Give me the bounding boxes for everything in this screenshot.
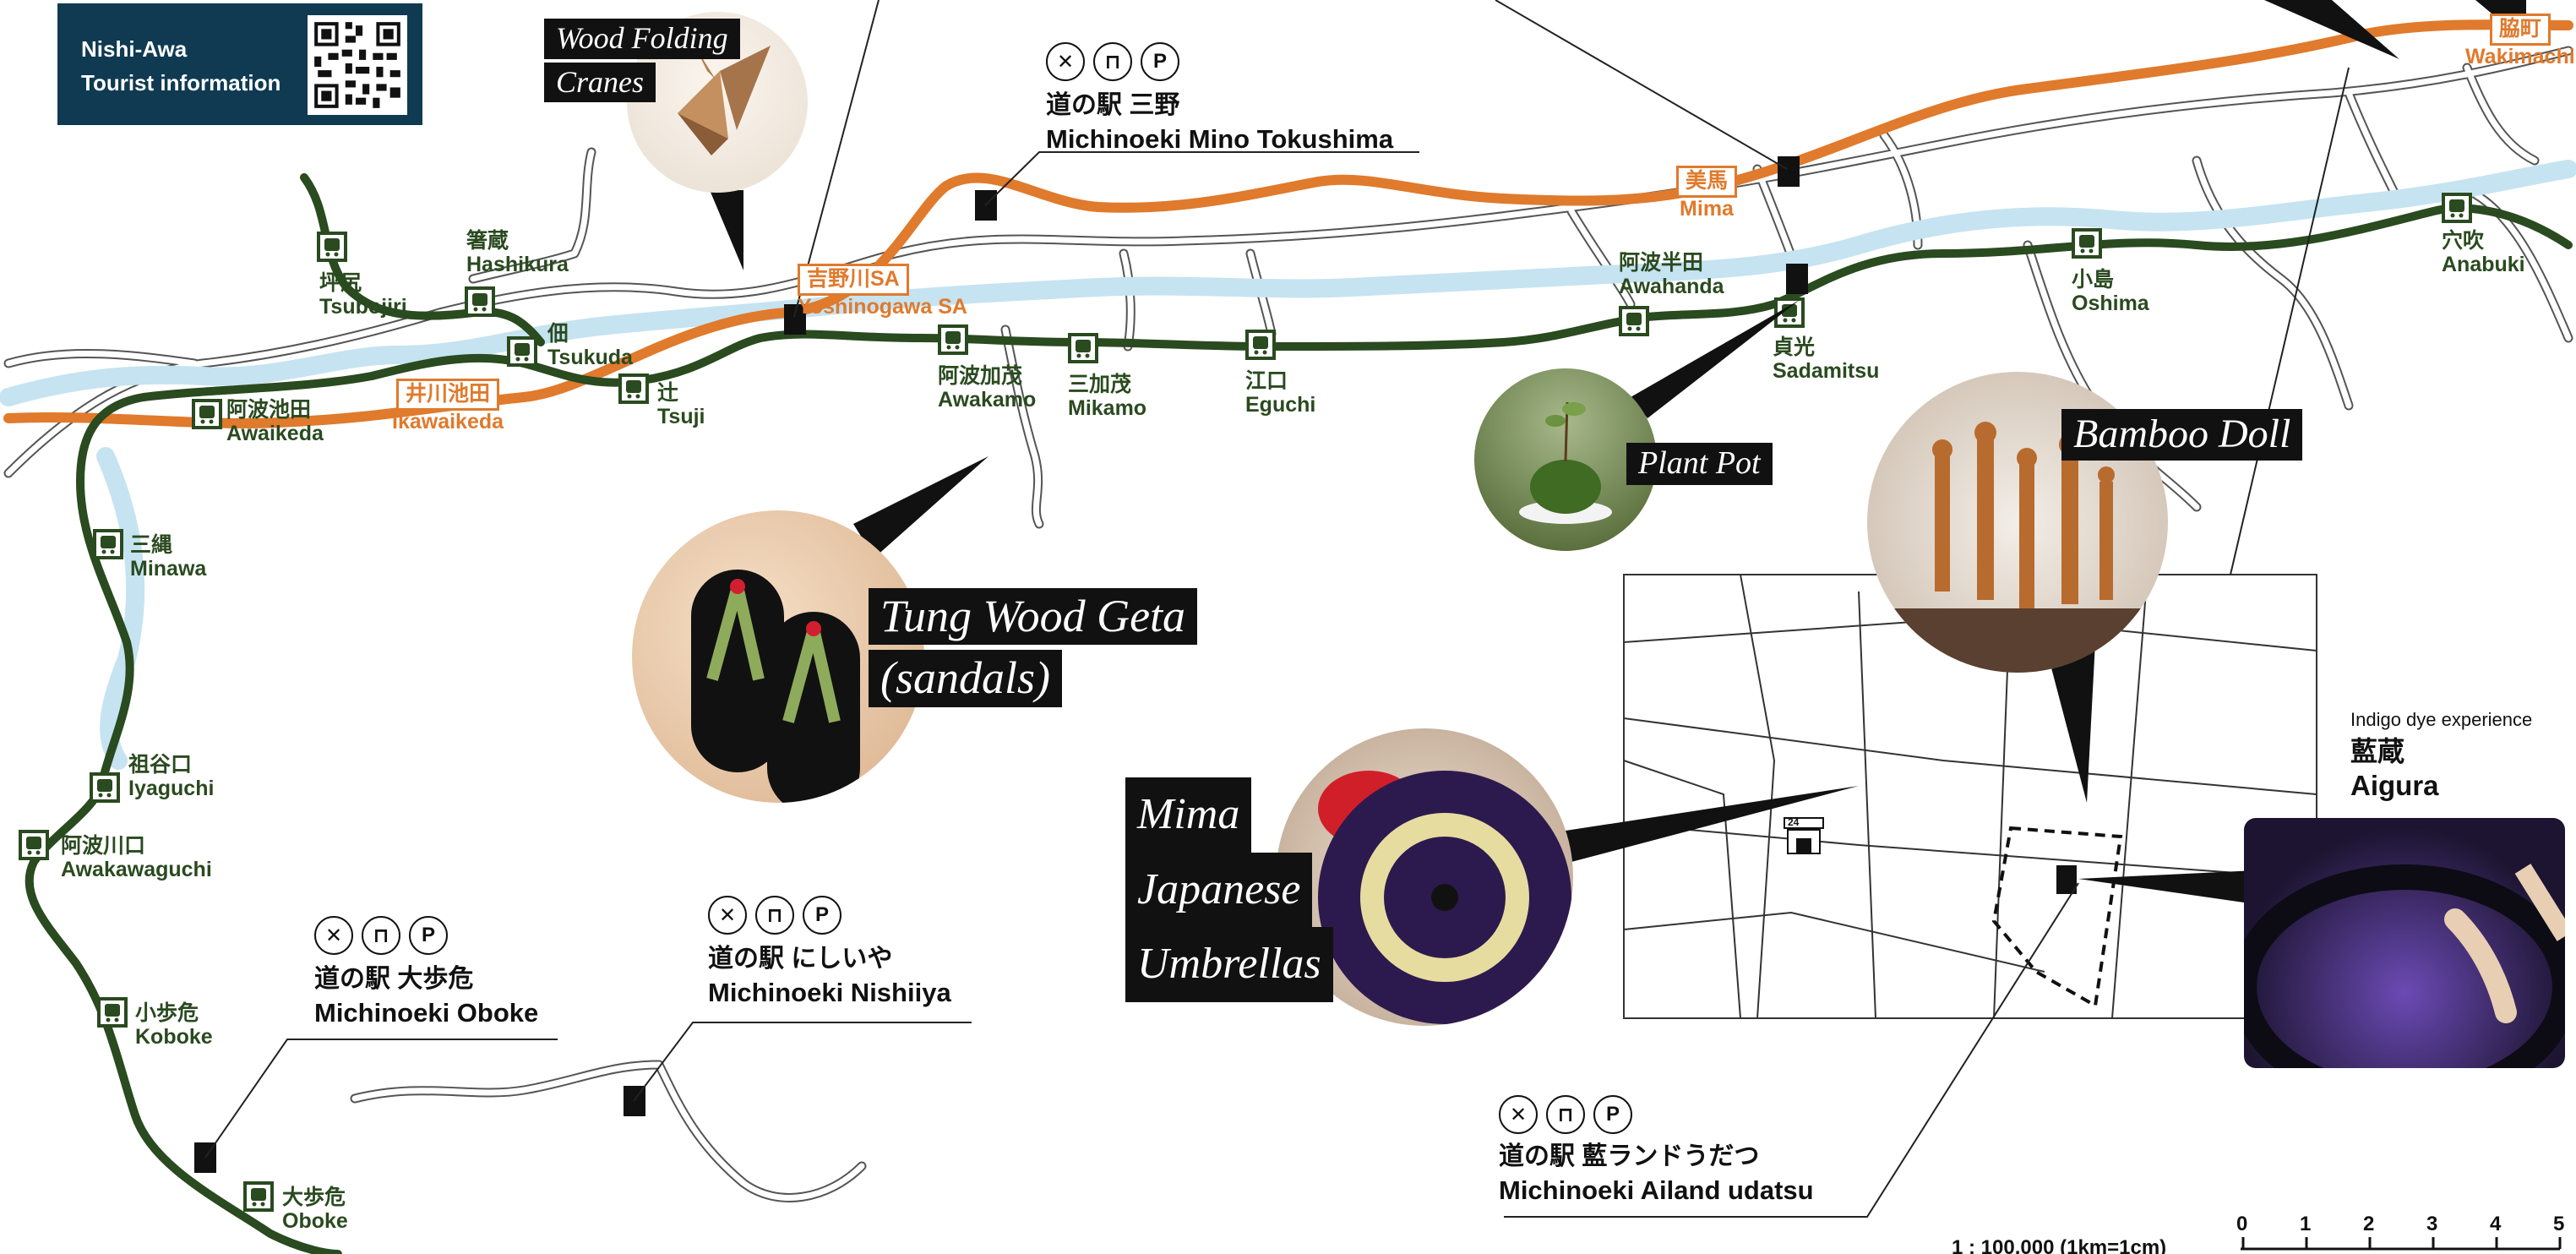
qr-code[interactable] [308, 15, 407, 115]
station-marker-sadamitsu [1774, 297, 1805, 328]
fork-knife-icon: ✕ [1499, 1095, 1538, 1134]
aigura-caption: Indigo dye experience [2350, 709, 2533, 730]
aigura-jp: 藍蔵 [2350, 736, 2405, 766]
station-marker-tsukuda [507, 336, 537, 367]
scale-tick-label: 4 [2490, 1213, 2502, 1235]
michinoeki-oboke-jp: 道の駅 大歩危 [314, 965, 474, 993]
station-marker-oshima [2072, 228, 2102, 259]
scale-tick-label: 1 [2300, 1213, 2312, 1235]
info-title-line2: Tourist information [81, 70, 281, 95]
station-marker-awakawaguchi [19, 830, 49, 860]
fork-knife-icon: ✕ [314, 916, 353, 955]
yoshino-river [0, 160, 2576, 406]
station-marker-hashikura [465, 286, 495, 317]
station-marker-minawa [93, 529, 123, 559]
info-title-line1: Nishi-Awa [81, 36, 188, 62]
facility-icons-ailand: ✕ ⊓ P [1499, 1095, 1632, 1134]
parking-icon: P [1141, 42, 1179, 81]
scale-text: 1 : 100,000 (1km=1cm) [1952, 1236, 2167, 1254]
station-marker-anabuki [2442, 193, 2472, 223]
parking-icon: P [409, 916, 448, 955]
parking-icon: P [1593, 1095, 1632, 1134]
umbrella-photo [1276, 728, 1573, 1026]
scale-tick-label: 0 [2236, 1213, 2248, 1235]
convenience-store-icon: 24 [1783, 816, 1825, 855]
bamboo-doll-photo [1867, 372, 2168, 673]
indigo-dye-photo [2244, 818, 2565, 1068]
michinoeki-mino-en: Michinoeki Mino Tokushima [1046, 124, 1394, 154]
facility-icons-oboke: ✕ ⊓ P [314, 916, 448, 955]
michinoeki-ailand-en: Michinoeki Ailand udatsu [1499, 1175, 1814, 1205]
station-marker-awaikeda [192, 399, 222, 429]
shopping-bag-icon: ⊓ [1546, 1095, 1585, 1134]
convenience-store-label: 24 [1788, 816, 1800, 828]
fork-knife-icon: ✕ [1046, 42, 1085, 81]
parking-icon: P [803, 896, 841, 935]
station-marker-awahanda [1619, 306, 1649, 336]
aigura-en: Aigura [2350, 770, 2439, 801]
bamboo-doll-title: Bamboo Doll [2061, 409, 2303, 461]
geta-title: Tung Wood Geta(sandals) [869, 588, 1198, 707]
aigura-site-boundary [1991, 826, 2123, 1009]
station-marker-awakamo [938, 324, 968, 355]
station-marker-mikamo [1068, 333, 1098, 363]
station-marker-tsubojiri [317, 232, 347, 262]
scale-tick-label: 2 [2363, 1213, 2375, 1235]
michinoeki-oboke-en: Michinoeki Oboke [314, 998, 539, 1028]
shopping-bag-icon: ⊓ [755, 896, 794, 935]
leader-lines [204, 0, 2350, 1218]
station-marker-iyaguchi [90, 772, 120, 803]
aigura-site-marker [2056, 865, 2077, 894]
shopping-bag-icon: ⊓ [362, 916, 400, 955]
station-marker-koboke [97, 997, 128, 1028]
railway-north-branch [300, 173, 545, 346]
tourist-info-panel: Nishi-Awa Tourist information [57, 3, 422, 125]
scale-bar [2241, 1237, 2562, 1251]
plant-pot-title: Plant Pot [1626, 443, 1773, 485]
michinoeki-nishiiya-jp: 道の駅 にしいや [708, 945, 893, 973]
station-marker-oboke [243, 1181, 274, 1212]
facility-icons-mino: ✕ ⊓ P [1046, 42, 1179, 81]
shopping-bag-icon: ⊓ [1093, 42, 1132, 81]
scale-tick-label: 3 [2426, 1213, 2438, 1235]
facility-icons-nishiiya: ✕ ⊓ P [708, 896, 841, 935]
michinoeki-mino-jp: 道の駅 三野 [1046, 91, 1180, 119]
callout-wedges [710, 0, 2526, 904]
station-marker-tsuji [618, 373, 649, 404]
michinoeki-nishiiya-en: Michinoeki Nishiiya [708, 978, 951, 1007]
fork-knife-icon: ✕ [708, 896, 747, 935]
station-markers [19, 193, 2472, 1212]
michinoeki-ailand-jp: 道の駅 藍ランドうだつ [1499, 1142, 1760, 1170]
station-marker-eguchi [1245, 330, 1276, 360]
railway-line [25, 204, 2573, 1254]
scale-tick-label: 5 [2553, 1213, 2565, 1235]
